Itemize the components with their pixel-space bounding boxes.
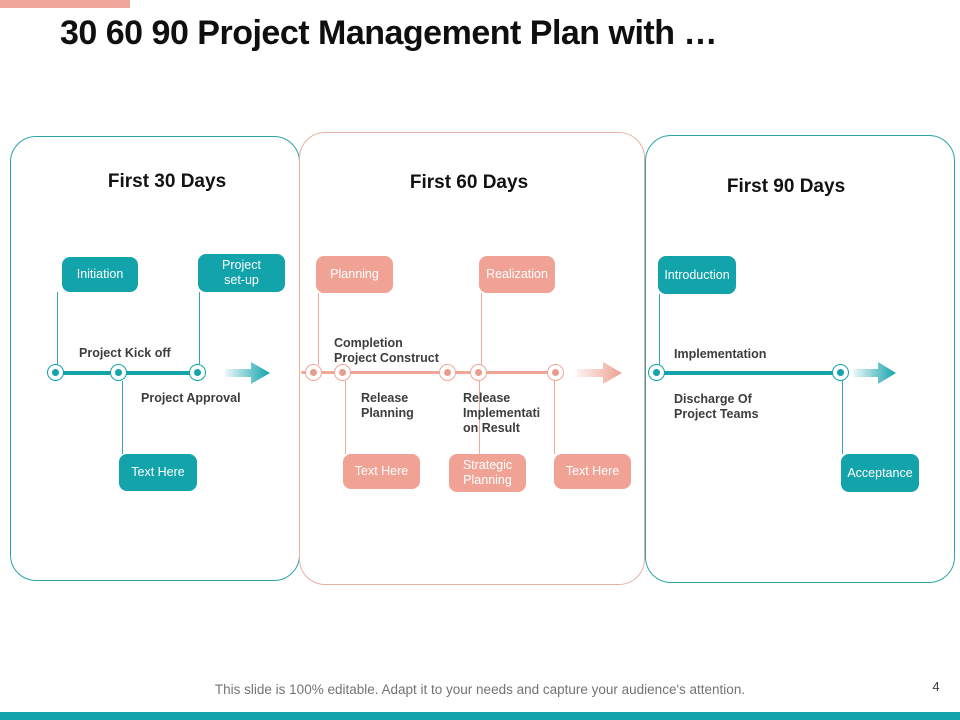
connector-line [57,292,58,365]
milestone-box-initiation: Initiation [62,257,138,292]
timeline-node [47,364,64,381]
connector-line [842,381,843,454]
arrow-right-icon [577,359,623,392]
connector-line [345,381,346,454]
timeline-bar [301,371,557,374]
arrow-right-icon [853,359,897,392]
bottom-accent-bar [0,712,960,720]
label-completion-project-construct: Completion Project Construct [334,336,439,365]
panel-90-title: First 90 Days [726,176,846,197]
timeline-node [439,364,456,381]
timeline-node [334,364,351,381]
page-number: 4 [932,679,940,694]
footer-note: This slide is 100% editable. Adapt it to… [214,682,746,697]
top-accent-bar [0,0,130,8]
timeline-bar [54,371,200,375]
panel-first-60-days: First 60 Days Planning Realization Text … [299,132,645,585]
milestone-box-realization: Realization [479,256,555,293]
timeline-node [110,364,127,381]
connector-line [479,381,480,454]
milestone-box-text-here: Text Here [119,454,197,491]
timeline-node [470,364,487,381]
milestone-box-acceptance: Acceptance [841,454,919,492]
slide-title: 30 60 90 Project Management Plan with … [60,14,717,52]
timeline-node [648,364,665,381]
panel-first-30-days: First 30 Days Initiation Project set-up … [10,136,300,581]
connector-line [481,293,482,365]
arrow-right-icon [225,359,271,392]
label-project-kick-off: Project Kick off [79,346,171,360]
timeline-bar [655,371,843,375]
label-project-approval: Project Approval [141,391,241,405]
timeline-node [547,364,564,381]
panel-60-title: First 60 Days [409,172,529,193]
label-implementation: Implementation [674,347,767,361]
connector-line [554,381,555,454]
milestone-box-planning: Planning [316,256,393,293]
panel-30-title: First 30 Days [107,171,227,192]
label-release-planning: Release Planning [361,391,414,420]
connector-line [122,381,123,454]
milestone-box-introduction: Introduction [658,256,736,294]
label-discharge-of-project-teams: Discharge Of Project Teams [674,392,759,421]
label-release-implementation-result: Release Implementati on Result [463,391,541,435]
timeline-node [305,364,322,381]
timeline-node [189,364,206,381]
connector-line [318,293,319,365]
milestone-box-text-here-1: Text Here [343,454,420,489]
connector-line [199,292,200,365]
connector-line [659,294,660,365]
milestone-box-project-set-up: Project set-up [198,254,285,292]
milestone-box-text-here-2: Text Here [554,454,631,489]
panel-first-90-days: First 90 Days Introduction Acceptance Im… [645,135,955,583]
milestone-box-strategic-planning: Strategic Planning [449,454,526,492]
timeline-node [832,364,849,381]
